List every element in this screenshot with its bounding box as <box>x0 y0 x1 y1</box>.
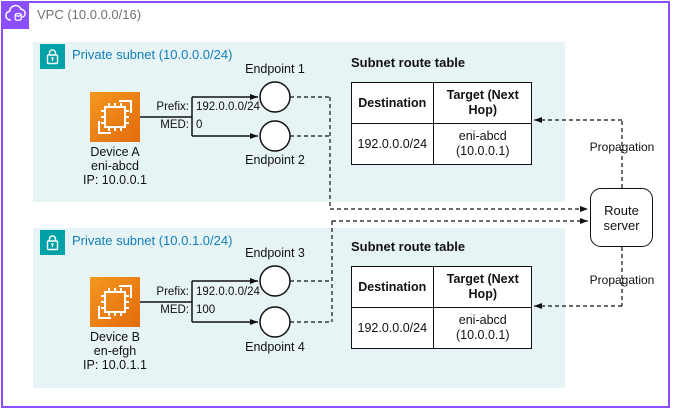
device-ip: IP: 10.0.0.1 <box>83 173 147 187</box>
endpoint-4-label: Endpoint 4 <box>245 340 305 354</box>
subnet-2-route-table: Destination Target (Next Hop) 192.0.0.0/… <box>351 266 532 349</box>
route-server-node: Route server <box>590 188 653 247</box>
route-table-row: 192.0.0.0/24 eni-abcd (10.0.0.1) <box>352 308 531 348</box>
target-cell: eni-abcd (10.0.0.1) <box>432 308 532 348</box>
target-header: Target (Next Hop) <box>432 267 532 307</box>
vpc-icon <box>1 1 29 29</box>
private-subnet-lock-icon <box>40 230 65 255</box>
subnet-1-route-table: Destination Target (Next Hop) 192.0.0.0/… <box>351 82 532 165</box>
route-table-row: 192.0.0.0/24 eni-abcd (10.0.0.1) <box>352 124 531 164</box>
target-ip: (10.0.0.1) <box>456 144 510 158</box>
propagation-label-bottom: Propagation <box>589 273 655 287</box>
target-interface: eni-abcd <box>458 129 507 143</box>
target-interface: eni-abcd <box>458 313 507 327</box>
device-name: Device B <box>89 330 141 344</box>
prefix-label: Prefix: <box>156 101 189 113</box>
vpc-label: VPC (10.0.0.0/16) <box>37 7 142 22</box>
prefix-value: 192.0.0.0/24 <box>196 101 260 113</box>
route-table-header-row: Destination Target (Next Hop) <box>352 267 531 308</box>
propagation-label-top: Propagation <box>589 140 655 154</box>
endpoint-2-label: Endpoint 2 <box>245 153 305 167</box>
device-a-icon <box>90 92 140 142</box>
endpoint-3-label: Endpoint 3 <box>245 246 305 260</box>
med-value: 0 <box>196 119 203 131</box>
med-label: MED: <box>160 304 189 316</box>
route-table-header-row: Destination Target (Next Hop) <box>352 83 531 124</box>
device-b-icon <box>90 277 140 327</box>
med-label: MED: <box>160 119 189 131</box>
route-table-title: Subnet route table <box>351 239 466 254</box>
device-interface: en-efgh <box>93 344 137 358</box>
subnet-1-label: Private subnet (10.0.0.0/24) <box>72 47 233 62</box>
destination-cell: 192.0.0.0/24 <box>357 320 428 335</box>
device-ip: IP: 10.0.1.1 <box>83 358 147 372</box>
destination-cell: 192.0.0.0/24 <box>357 136 428 151</box>
route-table-title: Subnet route table <box>351 55 466 70</box>
endpoint-1-label: Endpoint 1 <box>245 62 305 76</box>
device-a-caption: Device A eni-abcd IP: 10.0.0.1 <box>56 145 174 187</box>
prefix-value: 192.0.0.0/24 <box>196 286 260 298</box>
subnet-2-label: Private subnet (10.0.1.0/24) <box>72 233 233 248</box>
prefix-label: Prefix: <box>156 286 189 298</box>
med-value: 100 <box>196 304 216 316</box>
destination-header: Destination <box>358 279 427 294</box>
target-cell: eni-abcd (10.0.0.1) <box>432 124 532 164</box>
device-interface: eni-abcd <box>91 159 139 173</box>
private-subnet-lock-icon <box>40 44 65 69</box>
device-b-caption: Device B en-efgh IP: 10.0.1.1 <box>56 330 174 372</box>
device-name: Device A <box>90 145 140 159</box>
destination-header: Destination <box>358 95 427 110</box>
target-ip: (10.0.0.1) <box>456 328 510 342</box>
target-header: Target (Next Hop) <box>432 83 532 123</box>
